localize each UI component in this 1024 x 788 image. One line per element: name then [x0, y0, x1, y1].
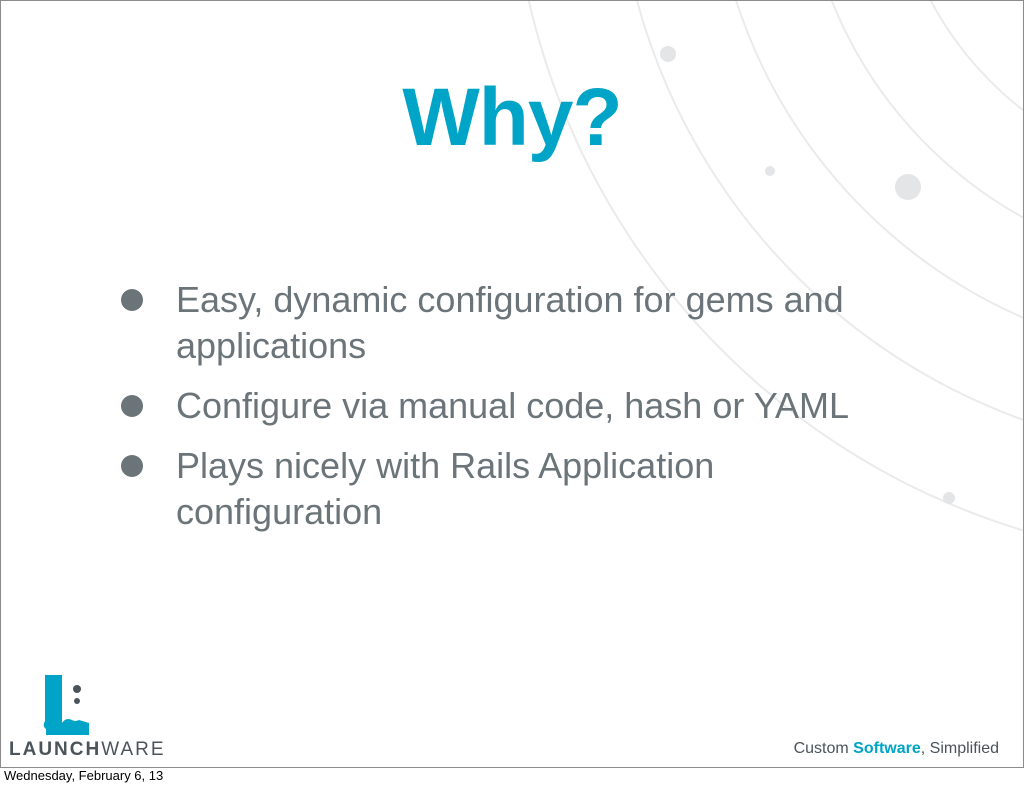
wordmark-bold: LAUNCH: [9, 739, 102, 760]
bullet-icon: [121, 395, 143, 417]
wordmark-light: WARE: [101, 739, 166, 760]
bullet-text: Plays nicely with Rails Application conf…: [176, 445, 715, 532]
orbit-decoration: [528, 1, 1023, 532]
slide: Why? Easy, dynamic configuration for gem…: [0, 0, 1024, 768]
bullet-icon: [121, 455, 143, 477]
orbit-dot: [660, 46, 676, 62]
brand-wordmark: LAUNCHWARE: [9, 739, 166, 761]
bullet-list: Easy, dynamic configuration for gems and…: [119, 277, 859, 549]
orbit-dot: [943, 492, 955, 504]
bullet-icon: [121, 289, 143, 311]
bullet-item: Configure via manual code, hash or YAML: [119, 383, 859, 429]
orbit-dot: [895, 174, 921, 200]
brand-tagline: Custom Software, Simplified: [794, 740, 999, 758]
slide-title: Why?: [402, 72, 622, 163]
bullet-text: Easy, dynamic configuration for gems and…: [176, 279, 844, 366]
bullet-item: Easy, dynamic configuration for gems and…: [119, 277, 859, 369]
launchware-logo-icon: [43, 675, 89, 735]
tagline-accent: Software: [853, 740, 921, 757]
footer-date: Wednesday, February 6, 13: [4, 768, 164, 783]
bullet-item: Plays nicely with Rails Application conf…: [119, 443, 859, 535]
tagline-prefix: Custom: [793, 740, 854, 757]
tagline-suffix: , Simplified: [920, 740, 999, 757]
bullet-text: Configure via manual code, hash or YAML: [176, 385, 850, 426]
orbit-dot: [765, 166, 775, 176]
